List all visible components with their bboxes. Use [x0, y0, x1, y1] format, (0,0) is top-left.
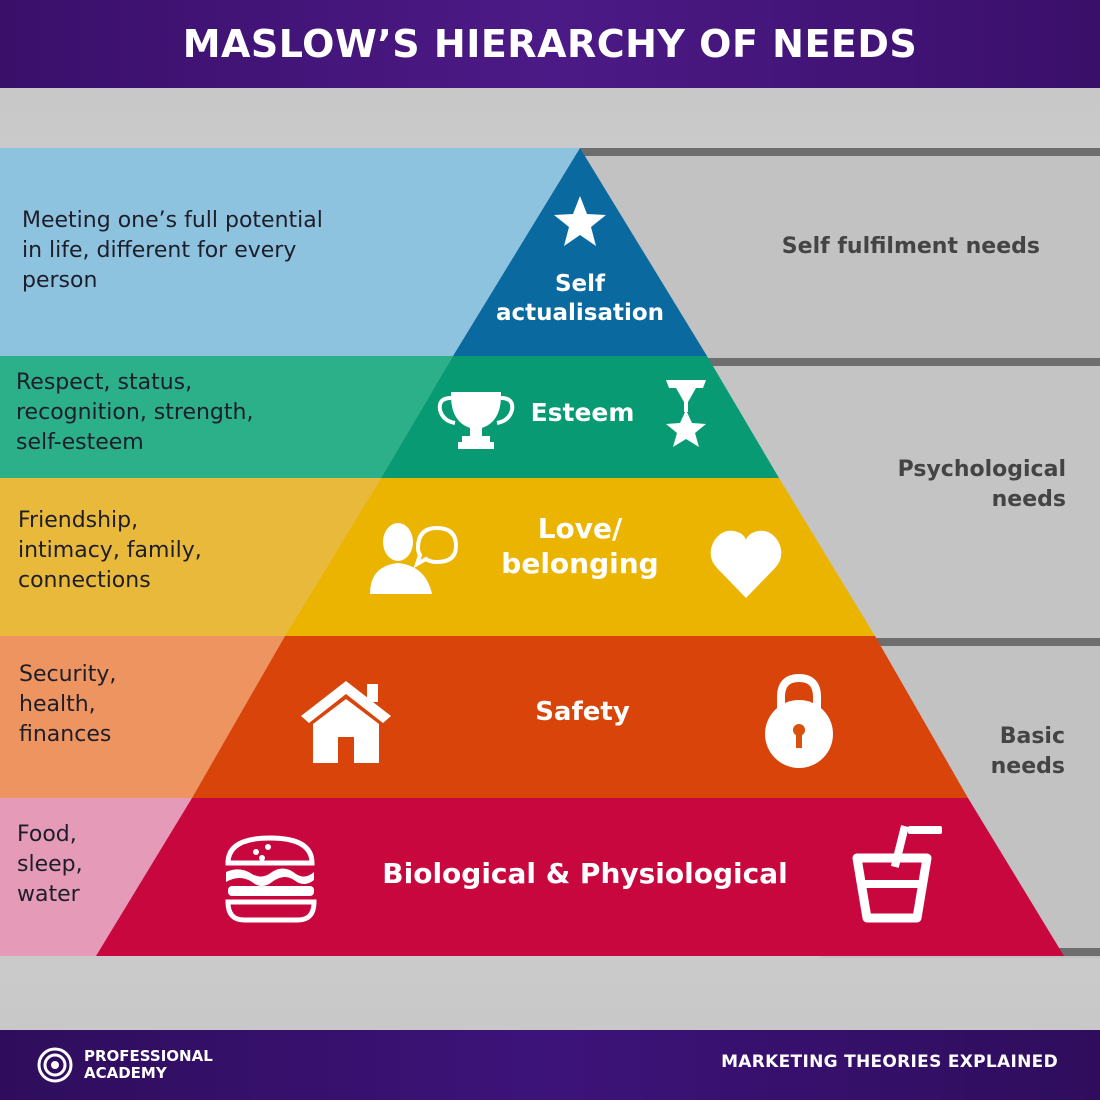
footer-tagline: MARKETING THEORIES EXPLAINED [721, 1052, 1058, 1072]
description-esteem: Respect, status, recognition, strength, … [16, 370, 254, 455]
description-biological: Food, sleep, water [17, 822, 83, 907]
person-speech-icon [370, 523, 459, 594]
brand-spiral-icon [37, 1047, 73, 1083]
band-self-actualisation [0, 148, 580, 356]
description-self-actualisation: Meeting one’s full potential in life, di… [22, 208, 323, 293]
category-basic: Basic needs [990, 724, 1065, 779]
band-safety [0, 636, 285, 798]
level-label-safety: Safety [535, 697, 630, 727]
drink-icon [852, 825, 942, 923]
footer-bar: PROFESSIONAL ACADEMY MARKETING THEORIES … [0, 1030, 1100, 1100]
category-divider-3 [820, 638, 1100, 646]
category-divider-2 [640, 358, 1100, 366]
page-title: MASLOW’S HIERARCHY OF NEEDS [182, 22, 918, 66]
level-self-actualisation [453, 148, 707, 356]
level-biological [96, 798, 1064, 956]
description-safety: Security, health, finances [19, 662, 117, 747]
header-banner: MASLOW’S HIERARCHY OF NEEDS [0, 0, 1100, 88]
category-divider-1 [580, 148, 1100, 156]
brand-name: PROFESSIONAL ACADEMY [84, 1047, 213, 1082]
category-psychological: Psychological needs [897, 457, 1066, 512]
level-label-biological: Biological & Physiological [382, 857, 788, 890]
burger-icon [225, 835, 317, 923]
brand-logo: PROFESSIONAL ACADEMY [36, 1046, 213, 1084]
padlock-icon [765, 673, 833, 768]
level-love-belonging [285, 478, 875, 636]
trophy-icon [437, 392, 515, 449]
description-love-belonging: Friendship, intimacy, family, connection… [18, 508, 202, 593]
description-bands [0, 148, 580, 956]
level-label-esteem: Esteem [530, 398, 635, 427]
band-love [0, 478, 381, 636]
icons [225, 196, 942, 923]
star-icon [554, 196, 606, 246]
house-icon [301, 681, 391, 763]
band-biological [0, 798, 192, 956]
level-safety [192, 636, 968, 798]
medal-icon [666, 380, 706, 447]
band-esteem [0, 356, 453, 478]
category-self-fulfilment: Self fulfilment needs [781, 234, 1040, 259]
heart-icon [710, 530, 782, 598]
level-label-love-belonging: Love/ belonging [501, 512, 659, 580]
level-label-self-actualisation: Self actualisation [495, 271, 665, 326]
